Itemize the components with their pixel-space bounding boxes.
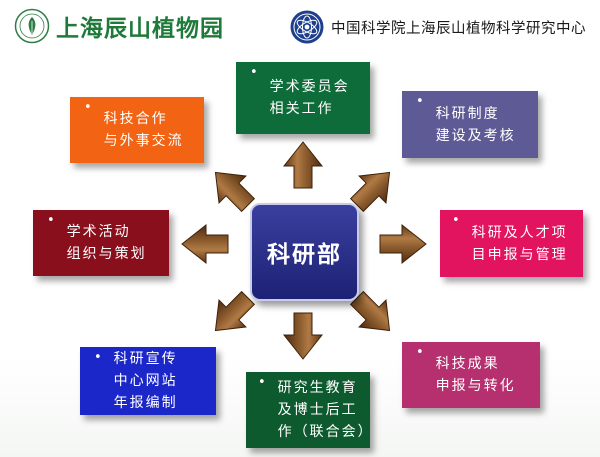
node-line: 目申报与管理 <box>471 246 568 263</box>
bullet-icon: • <box>258 375 268 390</box>
node-line: 年报编制 <box>113 395 178 411</box>
node-academic-activities: • 学术活动 组织与策划 <box>33 210 169 276</box>
node-line: 科技成果 <box>435 356 500 372</box>
garden-logo-group: 上海辰山植物园 <box>14 8 224 44</box>
institute-logo-group: 中国科学院上海辰山植物科学研究中心 <box>289 9 586 45</box>
node-research-system: • 科研制度 建设及考核 <box>402 91 538 158</box>
node-line: 建设及考核 <box>435 127 516 144</box>
bullet-icon: • <box>416 345 426 360</box>
node-line: 及博士后工 <box>277 402 358 418</box>
node-graduate-education: • 研究生教育 及博士后工 作（联合会） <box>246 372 374 448</box>
center-label: 科研部 <box>267 242 342 268</box>
arrow-down <box>283 312 323 360</box>
bullet-icon: • <box>47 213 57 228</box>
node-achievements: • 科技成果 申报与转化 <box>402 342 540 408</box>
arrow-right <box>379 224 427 264</box>
node-project-talent: • 科研及人才项 目申报与管理 <box>440 210 583 277</box>
bullet-icon: • <box>416 94 426 109</box>
bullet-icon: • <box>250 65 260 80</box>
bullet-icon: • <box>84 100 94 115</box>
node-line: 科技合作 <box>103 111 168 127</box>
garden-emblem-icon <box>14 8 50 44</box>
arrow-up <box>283 141 323 189</box>
node-line: 相关工作 <box>269 101 334 117</box>
bullet-icon: • <box>452 213 462 228</box>
node-line: 与外事交流 <box>103 133 184 149</box>
node-cooperation: • 科技合作 与外事交流 <box>70 97 204 163</box>
node-publicity: • 科研宣传 中心网站 年报编制 <box>80 347 216 415</box>
cas-emblem-icon <box>290 10 324 44</box>
node-line: 科研制度 <box>435 105 500 122</box>
garden-name: 上海辰山植物园 <box>56 15 224 42</box>
node-line: 组织与策划 <box>66 246 147 262</box>
institute-name: 中国科学院上海辰山植物科学研究中心 <box>331 20 586 37</box>
node-line: 学术活动 <box>66 224 131 240</box>
node-line: 科研及人才项 <box>471 224 568 241</box>
node-line: 科研宣传 <box>113 351 178 367</box>
bullet-icon: • <box>94 350 104 365</box>
node-line: 中心网站 <box>113 373 178 389</box>
node-line: 作（联合会） <box>277 424 374 440</box>
center-node-research-dept: 科研部 <box>250 203 359 301</box>
node-line: 学术委员会 <box>269 79 350 95</box>
node-academic-committee: • 学术委员会 相关工作 <box>236 62 370 134</box>
node-line: 申报与转化 <box>435 378 516 394</box>
node-line: 研究生教育 <box>277 380 358 396</box>
arrow-left <box>181 224 229 264</box>
